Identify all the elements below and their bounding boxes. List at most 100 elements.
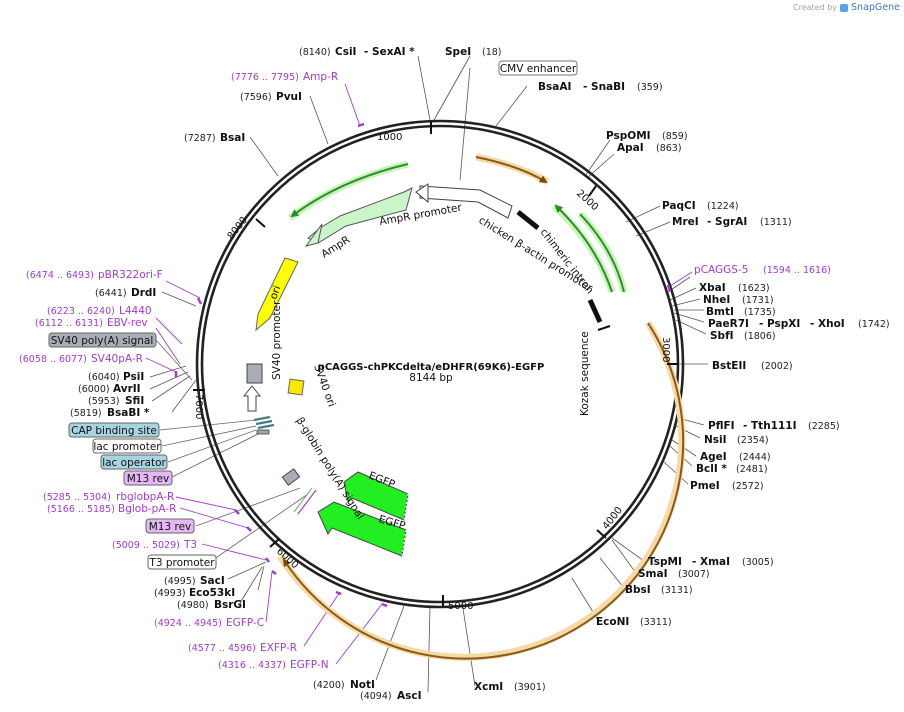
primer-pos-t3: (5009 .. 5029) [112,540,180,551]
site-bsrgi: BsrGI [214,599,246,611]
boxed-cap-binding: CAP binding site [71,425,157,437]
cmv-enhancer-box [498,60,578,76]
site-avrii: AvrII [113,383,141,395]
site-pos-asci: (4094) [360,691,392,702]
t3-promoter-box [147,554,217,570]
site-bsteii: BstEII [712,360,746,372]
egfp-arrow-2 [317,501,407,557]
feature-label-sv40-promoter: SV40 promoter [271,300,283,380]
snapgene-logo-icon [840,3,849,12]
restriction-sites: (8140) CsiI - SexAI * SpeI (18) BsaAI - … [70,46,890,702]
primer-pcaggs-5: pCAGGS-5 [694,264,748,276]
primer-pos-exfp-r: (4577 .. 4596) [188,643,256,654]
primer-markers [174,122,672,608]
polya-mark-2 [297,489,317,515]
site-saci: SacI [200,575,225,587]
site-spei: SpeI [445,46,471,58]
primer-t3: T3 [183,539,197,551]
site-pos-econi: (3311) [640,617,672,628]
site-econi: EcoNI [596,616,629,628]
feature-label-ori: ori [268,284,284,301]
site-xmai: - XmaI [692,556,730,568]
orf-arc-main [282,322,685,660]
sv40-polya-box [48,332,157,348]
site-bsai: BsaI [220,132,245,144]
site-smai: SmaI [638,568,668,580]
site-pos-bcli: (2481) [736,464,768,475]
primer-sv40pa-r: SV40pA-R [91,353,143,365]
site-pspomi: PspOMI [606,130,651,142]
sv40-polya-block [246,363,263,384]
ruler-ticks [193,122,679,607]
orf-arc-top [475,156,548,184]
site-pmei: PmeI [690,480,720,492]
site-pos-mrei: (1311) [760,217,792,228]
tick-4000: 5000 [448,601,473,612]
site-pvui: PvuI [276,91,302,103]
primer-pos-sv40pa-r: (6058 .. 6077) [19,354,87,365]
tick-6000: 7000 [193,394,204,419]
snapgene-credit: Created by SnapGene [793,2,900,13]
primer-pos-egfp-n: (4316 .. 4337) [218,660,286,671]
site-mrei: MreI [672,216,699,228]
egfp-dash-2 [401,529,407,557]
primer-amp-r: Amp-R [303,71,338,83]
site-pos-csii: (8140) [299,47,331,58]
cap-binding-box [68,422,160,438]
site-pos-pspomi: (859) [662,131,688,142]
site-pos-apai: (863) [656,143,682,154]
primer-pos-amp-r: (7776 .. 7795) [231,72,299,83]
primer-bglob-pa-r: Bglob-pA-R [118,503,176,515]
site-pos-agei: (2444) [739,452,771,463]
feature-label-cmv-enhancer: CMV enhancer [500,63,577,75]
site-apai: ApaI [617,142,644,154]
primer-egfp-c: EGFP-C [226,617,264,629]
beta-globin-block [281,468,301,486]
lac-region-marks [253,415,275,430]
credit-prefix: Created by [793,3,838,12]
site-tspmi: TspMI [648,556,682,568]
site-sbfi: SbfI [710,330,734,342]
primer-pos-pcaggs-5: (1594 .. 1616) [763,265,831,276]
site-pflfi: PflFI [708,420,735,432]
site-pos-sbfi: (1806) [744,331,776,342]
boxed-m13-rev-1: M13 rev [127,473,170,485]
site-pos-pflfi: (2285) [808,421,840,432]
site-pos-eco53ki: (4993) [154,588,186,599]
ori-arrow [255,257,299,332]
site-snabi: - SnaBI [583,81,625,93]
site-paqci: PaqCI [662,200,696,212]
polya-mark-1 [293,487,313,513]
primer-exfp-r: EXFP-R [260,642,297,654]
site-pos-pvui: (7596) [240,92,272,103]
site-nsii: NsiI [704,434,727,446]
ampr-arrowhead [304,223,323,247]
site-noti: NotI [350,679,375,691]
site-pos-tspmi: (3005) [742,557,774,568]
site-pos-pmei: (2572) [732,481,764,492]
site-pos-xbai: (1623) [738,283,770,294]
site-pos-bsai: (7287) [184,133,216,144]
green-arc-right-1 [554,204,613,293]
site-sfii: SfiI [125,395,144,407]
plasmid-name: pCAGGS-chPKCdelta/eDHFR(69K6)-EGFP [318,362,545,373]
amp-promoter-arrowhead [415,183,429,204]
boxed-sv40-polya: SV40 poly(A) signal [51,335,154,347]
site-pos-avrii: (6000) [78,384,110,395]
primer-pos-ebv-rev: (6112 .. 6131) [35,318,103,329]
orf-arc-top-halo [475,153,550,186]
primer-l4440: L4440 [119,305,152,317]
chimeric-intron-mark [516,210,540,230]
primer-pos-pbr322ori-f: (6474 .. 6493) [26,270,94,281]
site-pos-nhei: (1731) [742,295,774,306]
m13-rev-box-2 [145,518,195,534]
egfp-dash-1 [403,493,409,521]
site-pspxi: - PspXI [759,318,800,330]
site-pos-psii: (6040) [88,372,120,383]
site-xcmi: XcmI [474,681,503,693]
primer-pos-bglob-pa-r: (5166 .. 5185) [47,504,115,515]
site-pos-bsteii: (2002) [761,361,793,372]
site-xhoi: - XhoI [810,318,845,330]
site-pos-notl: (4200) [313,680,345,691]
